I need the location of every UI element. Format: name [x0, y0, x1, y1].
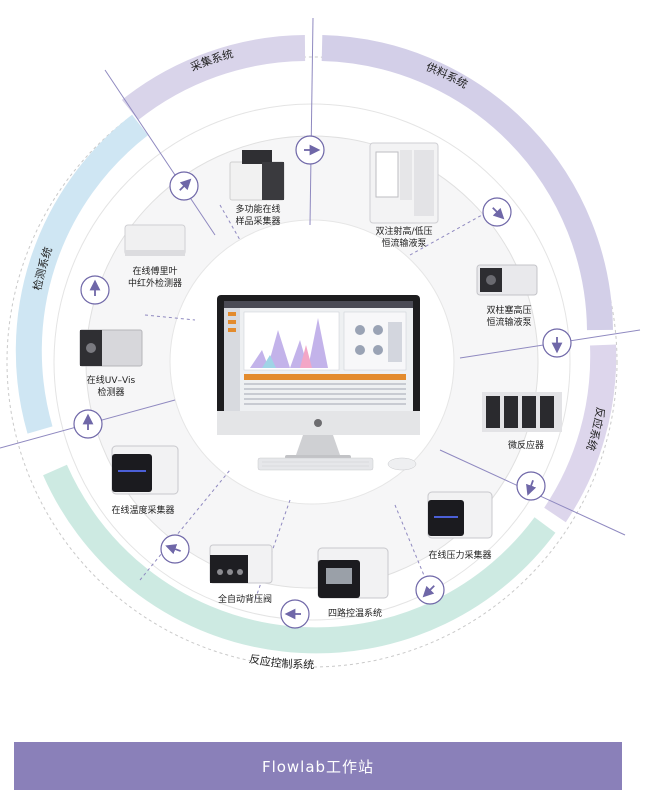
back-pressure-label: 全自动背压阀	[205, 594, 285, 606]
arrow-circle-icon	[73, 409, 103, 439]
keyboard	[257, 457, 374, 471]
arrow-circle-icon	[415, 575, 445, 605]
collect-band	[121, 35, 306, 121]
footer-banner: Flowlab工作站	[14, 742, 622, 790]
arrow-circle-icon	[482, 197, 512, 227]
arrow-circle-icon	[169, 171, 199, 201]
control-system-label: 反应控制系统	[248, 652, 314, 671]
temp-control-label: 四路控温系统	[315, 608, 395, 620]
connector	[144, 314, 196, 321]
arrow-circle-icon	[80, 275, 110, 305]
label-line: 在线UV–Vis	[86, 376, 136, 386]
label-line: 检测器	[97, 388, 125, 398]
arrow-circle-icon	[516, 471, 546, 501]
ftir-device	[124, 224, 186, 256]
detect-band	[15, 114, 148, 434]
computer-monitor	[217, 295, 420, 459]
label-line: 恒流输液泵	[381, 239, 427, 249]
uv-vis-label: 在线UV–Vis 检测器	[78, 375, 144, 399]
label-line: 在线压力采集器	[428, 551, 492, 561]
pressure-collector-label: 在线压力采集器	[420, 550, 500, 562]
plunger-pump-label: 双柱塞高压 恒流输液泵	[478, 305, 540, 329]
plunger-pump-device	[476, 264, 538, 296]
temp-collector-label: 在线温度采集器	[103, 505, 183, 517]
syringe-pump-label: 双注射高/低压 恒流输液泵	[368, 226, 440, 250]
arrow-group	[73, 135, 572, 629]
divider-line	[104, 69, 216, 236]
footer-title: Flowlab工作站	[261, 757, 375, 776]
label-line: 双柱塞高压	[486, 306, 532, 316]
label-line: 中红外检测器	[127, 279, 182, 289]
label-line: 样品采集器	[235, 217, 281, 227]
control-band	[43, 464, 556, 654]
diagram-canvas: 采集系统 供料系统 反应系统 反应控制系统 检测系统	[0, 17, 641, 671]
uv-vis-device	[79, 329, 143, 367]
label-line: 微反应器	[507, 441, 544, 451]
ftir-label: 在线傅里叶 中红外检测器	[120, 266, 190, 290]
syringe-pump-device	[369, 142, 439, 224]
system-diagram: 采集系统 供料系统 反应系统 反应控制系统 检测系统	[0, 17, 641, 671]
microreactor-device	[482, 392, 562, 432]
back-pressure-device	[209, 544, 273, 584]
arrow-circle-icon	[280, 599, 310, 629]
label-line: 四路控温系统	[327, 609, 382, 619]
reaction-band	[544, 344, 617, 523]
label-line: 恒流输液泵	[486, 318, 532, 328]
label-line: 多功能在线	[235, 205, 281, 215]
temp-control-device	[317, 547, 389, 599]
label-line: 全自动背压阀	[217, 595, 272, 605]
connector	[219, 204, 241, 241]
arrow-circle-icon	[542, 328, 572, 358]
label-line: 在线温度采集器	[111, 506, 175, 516]
multi-sampler-label: 多功能在线 样品采集器	[228, 204, 288, 228]
divider-line	[309, 17, 314, 226]
temp-collector-device	[111, 445, 179, 495]
arrow-circle-icon	[295, 135, 325, 165]
label-line: 双注射高/低压	[375, 227, 433, 237]
arrow-circle-icon	[160, 534, 190, 564]
pressure-collector-device	[427, 491, 493, 539]
supply-band	[321, 35, 613, 331]
multi-sampler-device	[229, 150, 285, 201]
label-line: 在线傅里叶	[132, 267, 178, 277]
mouse	[387, 457, 417, 471]
microreactor-label: 微反应器	[500, 440, 552, 452]
